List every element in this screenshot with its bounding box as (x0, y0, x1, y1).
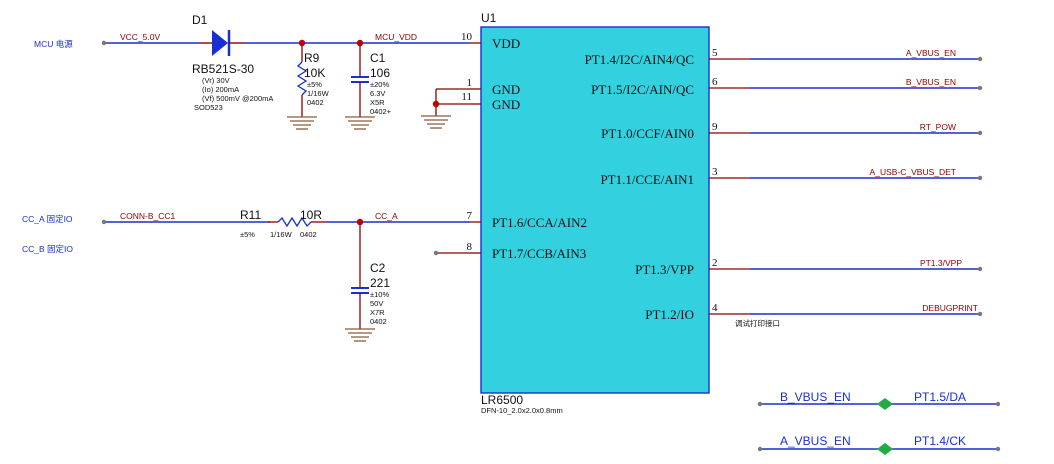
c2-tol: ±10% (370, 290, 389, 299)
u1-pin-num: 5 (712, 47, 718, 59)
c2-value: 221 (370, 276, 390, 290)
d1-vf: (Vf) 500mV @200mA (202, 94, 273, 103)
u1-pin-name: PT1.2/IO (645, 307, 694, 322)
u1-pin-name: GND (492, 82, 520, 97)
u1-pin-name: PT1.4/I2C/AIN4/QC (585, 52, 694, 67)
mcu-vdd-net-label: MCU_VDD (375, 32, 417, 42)
rt-pow-port-dot (977, 130, 983, 136)
c2-pkg: 0402 (370, 317, 387, 326)
vcc-port-dot (101, 40, 107, 46)
a-vbus-en-net-label: A_VBUS_EN (906, 48, 956, 58)
gnd-symbol-c2 (345, 328, 375, 342)
c1-capacitor (351, 43, 369, 117)
u1-pin-name: PT1.1/CCE/AIN1 (600, 172, 694, 187)
d1-io: (Io) 200mA (202, 85, 239, 94)
debug-print-note: 调试打印接口 (735, 318, 780, 328)
pt13-vpp-port-dot (977, 266, 983, 272)
c1-ref: C1 (370, 51, 386, 65)
net-tie-right-label: PT1.5/DA (914, 390, 966, 404)
gnd-symbol-r9 (287, 116, 317, 130)
d1-vr: (Vr) 30V (202, 76, 230, 85)
usbc-vbus-det-net-label: A_USB-C_VBUS_DET (870, 167, 956, 177)
r11-ref: R11 (240, 208, 261, 222)
r9-resistor (296, 43, 308, 117)
u1-ref: U1 (481, 11, 497, 25)
u1-pin-num: 2 (712, 257, 718, 269)
u1-body (480, 26, 710, 394)
r11-pkg: 0402 (300, 230, 317, 239)
pin8-port-dot (433, 250, 439, 256)
u1-pin-name: VDD (492, 36, 520, 51)
pt13-vpp-net-label: PT1.3/VPP (920, 258, 962, 268)
net-tie-left-label: A_VBUS_EN (780, 434, 851, 448)
c1-diel: X5R (370, 98, 385, 107)
u1-pin-num: 10 (461, 31, 473, 43)
r9-value: 10K (304, 66, 325, 80)
u1-pin-name: PT1.7/CCB/AIN3 (492, 246, 586, 261)
u1-pin-name: PT1.0/CCF/AIN0 (601, 126, 694, 141)
gnd-symbol-u1 (421, 115, 451, 129)
c2-capacitor (351, 222, 369, 329)
b-vbus-en-port-dot (977, 85, 983, 91)
r9-power: 1/16W (307, 89, 330, 98)
c2-ref: C2 (370, 261, 386, 275)
u1-pin-name: GND (492, 97, 520, 112)
u1-pin-name: PT1.3/VPP (635, 262, 694, 277)
u1-pin-num: 3 (712, 166, 718, 178)
r11-power: 1/16W (270, 230, 293, 239)
r9-tol: ±5% (307, 80, 322, 89)
net-tie-left-label: B_VBUS_EN (780, 390, 851, 404)
u1-pin-num: 11 (461, 91, 472, 103)
conn-cc1-net-label: CONN-B_CC1 (120, 211, 176, 221)
u1-part: LR6500 (481, 393, 523, 407)
r11-value: 10R (300, 208, 322, 222)
d1-ref: D1 (192, 13, 208, 27)
u1-pin-num: 1 (467, 77, 473, 89)
c1-volt: 6.3V (370, 89, 385, 98)
u1-pin-name: PT1.6/CCA/AIN2 (492, 215, 587, 230)
mcu-power-label: MCU 电源 (34, 39, 73, 49)
u1-pkg: DFN-10_2.0x2.0x0.8mm (481, 406, 563, 415)
usbc-vbus-det-port-dot (977, 175, 983, 181)
c1-value: 106 (370, 66, 390, 80)
u1-pin-num: 6 (712, 76, 718, 88)
u1-pin-name: PT1.5/I2C/AIN/QC (591, 82, 694, 97)
gnd-symbol-c1 (345, 116, 375, 130)
net-tie-diamond (877, 443, 893, 455)
r11-tol: ±5% (240, 230, 255, 239)
debugprint-port-dot (977, 311, 983, 317)
c2-diel: X7R (370, 308, 385, 317)
d1-diode (200, 30, 244, 56)
c2-volt: 50V (370, 299, 383, 308)
r9-pkg: 0402 (307, 98, 324, 107)
net-tie-right-label: PT1.4/CK (914, 434, 966, 448)
d1-pkg: SOD523 (194, 103, 223, 112)
u1-pin-num: 9 (712, 121, 718, 133)
vcc-net-label: VCC_5.0V (120, 32, 160, 42)
cc-a-net-label: CC_A (375, 211, 398, 221)
u1-pin-num: 8 (467, 241, 473, 253)
cc1-port-dot (101, 219, 107, 225)
cc-a-fixed-label: CC_A 固定IO (22, 214, 73, 224)
c1-tol: ±20% (370, 80, 389, 89)
u1-pin-num: 7 (467, 210, 473, 222)
cc-b-fixed-label: CC_B 固定IO (22, 244, 73, 254)
junction-gnd (432, 100, 440, 108)
u1-pin-num: 4 (712, 302, 718, 314)
r9-ref: R9 (304, 51, 320, 65)
b-vbus-en-net-label: B_VBUS_EN (906, 77, 956, 87)
net-tie-diamond (877, 398, 893, 410)
rt-pow-net-label: RT_POW (920, 122, 956, 132)
a-vbus-en-port-dot (977, 56, 983, 62)
debugprint-net-label: DEBUGPRINT (922, 303, 978, 313)
r11-resistor (268, 216, 326, 228)
c1-pkg: 0402+ (370, 107, 392, 116)
d1-value: RB521S-30 (192, 62, 254, 76)
